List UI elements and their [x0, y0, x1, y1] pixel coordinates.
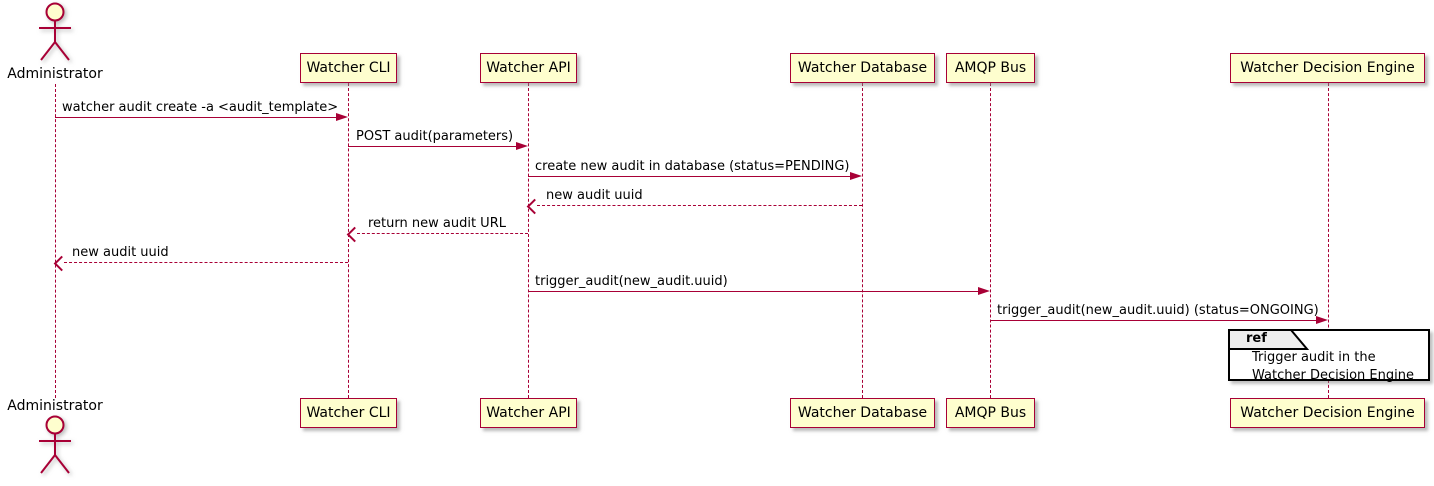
participant-top-watcher-api: Watcher API [480, 53, 577, 83]
participant-bottom-watcher-api: Watcher API [480, 398, 577, 428]
actor-icon [39, 415, 71, 474]
participant-top-amqp-bus: AMQP Bus [946, 53, 1035, 83]
participant-bottom-watcher-decision-engine: Watcher Decision Engine [1230, 398, 1425, 428]
arrowhead-icon [526, 198, 543, 215]
message-line [64, 262, 348, 263]
lifeline-watcher-database [862, 83, 863, 398]
arrowhead-icon [516, 142, 528, 150]
participant-top-watcher-decision-engine: Watcher Decision Engine [1230, 53, 1425, 83]
actor-label-top: Administrator [7, 66, 103, 82]
lifeline-amqp-bus [990, 83, 991, 398]
message-label: trigger_audit(new_audit.uuid) [535, 274, 728, 289]
message-line [528, 176, 850, 177]
ref-text-line2: Watcher Decision Engine [1252, 368, 1414, 383]
ref-tab-icon [1228, 329, 1310, 350]
lifeline-watcher-decision-engine [1328, 83, 1329, 398]
arrowhead-icon [336, 113, 348, 121]
actor-icon [39, 2, 71, 61]
lifeline-administrator [55, 84, 56, 398]
lifeline-watcher-api [528, 83, 529, 398]
message-label: new audit uuid [546, 188, 643, 203]
arrowhead-icon [850, 172, 862, 180]
message-label: watcher audit create -a <audit_template> [62, 100, 339, 115]
message-label: new audit uuid [72, 245, 169, 260]
message-line [348, 146, 516, 147]
lifeline-watcher-cli [348, 83, 349, 398]
message-label: POST audit(parameters) [356, 129, 514, 144]
message-line [357, 233, 528, 234]
message-label: trigger_audit(new_audit.uuid) (status=ON… [997, 303, 1319, 318]
ref-fragment: ref Trigger audit in the Watcher Decisio… [1228, 329, 1430, 383]
arrowhead-icon [978, 287, 990, 295]
actor-label-bottom: Administrator [7, 398, 103, 414]
message-line [528, 291, 978, 292]
message-label: create new audit in database (status=PEN… [535, 159, 850, 174]
participant-top-watcher-database: Watcher Database [790, 53, 935, 83]
message-label: return new audit URL [368, 216, 506, 231]
arrowhead-icon [346, 226, 363, 243]
message-line [990, 320, 1316, 321]
ref-keyword: ref [1246, 331, 1267, 346]
participant-bottom-watcher-cli: Watcher CLI [300, 398, 397, 428]
message-line [537, 205, 862, 206]
participant-bottom-amqp-bus: AMQP Bus [946, 398, 1035, 428]
participant-top-watcher-cli: Watcher CLI [300, 53, 397, 83]
participant-bottom-watcher-database: Watcher Database [790, 398, 935, 428]
ref-text-line1: Trigger audit in the [1252, 350, 1376, 365]
arrowhead-icon [53, 255, 70, 272]
message-line [55, 117, 336, 118]
arrowhead-icon [1316, 316, 1328, 324]
